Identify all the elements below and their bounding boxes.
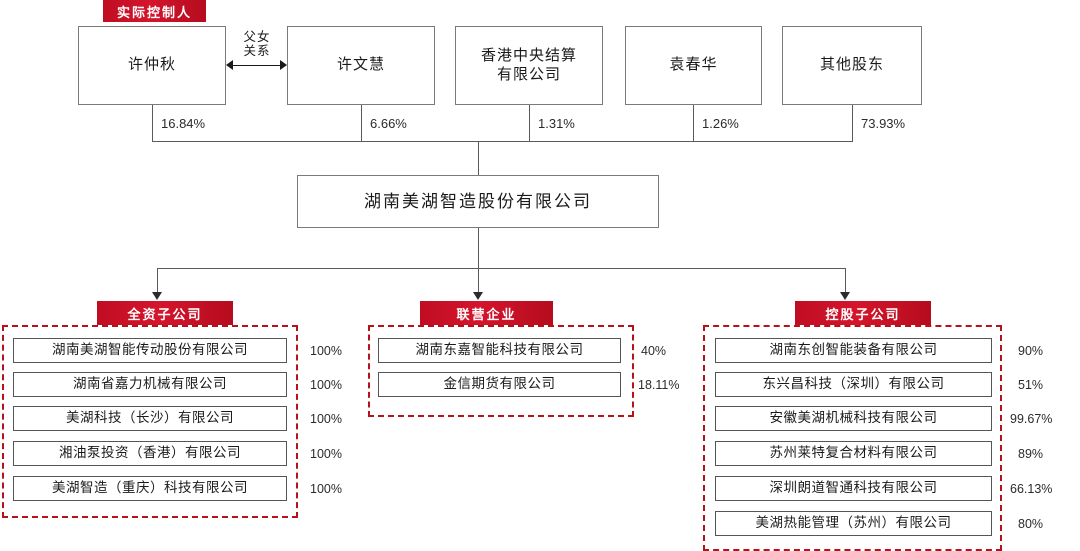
relation-connector-line (231, 65, 282, 66)
subsidiary-name-0-2: 美湖科技（长沙）有限公司 (66, 410, 234, 426)
subsidiary-pct-0-0: 100% (310, 344, 342, 358)
subsidiary-pct-2-1: 51% (1018, 378, 1044, 392)
shareholder-box-0: 许仲秋 (78, 26, 226, 105)
group-frame-1 (368, 325, 634, 417)
badge-group-1-label: 联营企业 (456, 306, 517, 322)
subsidiary-name-0-4: 美湖智造（重庆）科技有限公司 (52, 480, 248, 496)
subsidiary-name-2-4: 深圳朗道智通科技有限公司 (769, 480, 938, 496)
shareholder-bus-line (152, 141, 853, 142)
group-arrow-0-icon (152, 292, 162, 300)
subsidiary-box-1-1: 金信期货有限公司 (378, 372, 621, 397)
company-out-line (478, 228, 479, 268)
shareholder-drop-line-2 (529, 105, 530, 141)
main-company-box: 湖南美湖智造股份有限公司 (297, 175, 659, 228)
shareholder-box-2: 香港中央结算 有限公司 (455, 26, 603, 105)
subsidiary-name-2-3: 苏州莱特复合材料有限公司 (769, 445, 938, 461)
subsidiary-box-2-4: 深圳朗道智通科技有限公司 (715, 476, 992, 501)
subsidiary-name-2-5: 美湖热能管理（苏州）有限公司 (755, 515, 952, 531)
subsidiary-pct-0-2: 100% (310, 412, 342, 426)
subsidiary-box-2-0: 湖南东创智能装备有限公司 (715, 338, 992, 363)
shareholder-pct-0: 16.84% (161, 116, 206, 131)
badge-group-0-label: 全资子公司 (127, 306, 203, 322)
subsidiary-box-0-1: 湖南省嘉力机械有限公司 (13, 372, 287, 397)
badge-group-2: 控股子公司 (795, 301, 931, 325)
shareholder-pct-4: 73.93% (861, 116, 906, 131)
subsidiary-name-0-3: 湘油泵投资（香港）有限公司 (59, 445, 241, 461)
group-frame-2 (703, 325, 1002, 551)
group-branch-line-2 (845, 268, 846, 293)
group-branch-line-1 (478, 268, 479, 293)
shareholder-name-4: 其他股东 (819, 57, 884, 74)
shareholder-drop-line-1 (361, 105, 362, 141)
subsidiary-pct-2-2: 99.67% (1010, 412, 1053, 426)
shareholder-box-4: 其他股东 (782, 26, 922, 105)
shareholder-pct-3: 1.26% (702, 116, 739, 131)
company-feed-line (478, 141, 479, 175)
badge-actual-controller: 实际控制人 (103, 0, 206, 22)
subsidiary-name-2-2: 安徽美湖机械科技有限公司 (769, 410, 938, 426)
subsidiary-box-0-3: 湘油泵投资（香港）有限公司 (13, 441, 287, 466)
subsidiary-name-2-0: 湖南东创智能装备有限公司 (769, 342, 938, 358)
subsidiary-box-2-3: 苏州莱特复合材料有限公司 (715, 441, 992, 466)
subsidiary-pct-0-3: 100% (310, 447, 342, 461)
relation-arrow-left-icon (226, 60, 233, 70)
subsidiary-name-1-1: 金信期货有限公司 (443, 376, 556, 392)
badge-actual-controller-label: 实际控制人 (116, 4, 192, 20)
subsidiary-pct-1-1: 18.11% (638, 378, 680, 392)
subsidiary-pct-2-3: 89% (1018, 447, 1044, 461)
subsidiary-box-2-1: 东兴昌科技（深圳）有限公司 (715, 372, 992, 397)
subsidiary-box-0-4: 美湖智造（重庆）科技有限公司 (13, 476, 287, 501)
subsidiary-name-2-1: 东兴昌科技（深圳）有限公司 (762, 376, 945, 392)
main-company-name: 湖南美湖智造股份有限公司 (364, 191, 592, 211)
subsidiary-pct-0-4: 100% (310, 482, 342, 496)
relation-label: 父女 关系 (243, 30, 271, 59)
shareholder-name-0: 许仲秋 (127, 57, 176, 74)
badge-group-2-label: 控股子公司 (825, 306, 901, 322)
shareholder-name-2: 香港中央结算 有限公司 (480, 47, 577, 83)
shareholder-box-1: 许文慧 (287, 26, 435, 105)
subsidiary-box-2-5: 美湖热能管理（苏州）有限公司 (715, 511, 992, 536)
shareholder-pct-2: 1.31% (538, 116, 575, 131)
subsidiary-pct-2-4: 66.13% (1010, 482, 1053, 496)
subsidiary-pct-0-1: 100% (310, 378, 342, 392)
groups-bus-line (157, 268, 845, 269)
relation-arrow-right-icon (280, 60, 287, 70)
shareholder-drop-line-4 (852, 105, 853, 141)
subsidiary-pct-1-0: 40% (641, 344, 667, 358)
subsidiary-pct-2-0: 90% (1018, 344, 1044, 358)
badge-group-0: 全资子公司 (97, 301, 233, 325)
group-frame-0 (2, 325, 298, 518)
shareholder-box-3: 袁春华 (625, 26, 762, 105)
subsidiary-name-1-0: 湖南东嘉智能科技有限公司 (415, 342, 584, 358)
subsidiary-box-0-0: 湖南美湖智能传动股份有限公司 (13, 338, 287, 363)
badge-group-1: 联营企业 (420, 301, 553, 325)
shareholder-name-1: 许文慧 (336, 57, 385, 74)
subsidiary-box-0-2: 美湖科技（长沙）有限公司 (13, 406, 287, 431)
shareholder-name-3: 袁春华 (669, 57, 718, 74)
subsidiary-name-0-1: 湖南省嘉力机械有限公司 (73, 376, 227, 392)
shareholder-pct-1: 6.66% (370, 116, 407, 131)
group-branch-line-0 (157, 268, 158, 293)
subsidiary-name-0-0: 湖南美湖智能传动股份有限公司 (52, 342, 248, 358)
group-arrow-2-icon (840, 292, 850, 300)
group-arrow-1-icon (473, 292, 483, 300)
subsidiary-pct-2-5: 80% (1018, 517, 1044, 531)
subsidiary-box-2-2: 安徽美湖机械科技有限公司 (715, 406, 992, 431)
shareholder-drop-line-0 (152, 105, 153, 141)
subsidiary-box-1-0: 湖南东嘉智能科技有限公司 (378, 338, 621, 363)
shareholder-drop-line-3 (693, 105, 694, 141)
